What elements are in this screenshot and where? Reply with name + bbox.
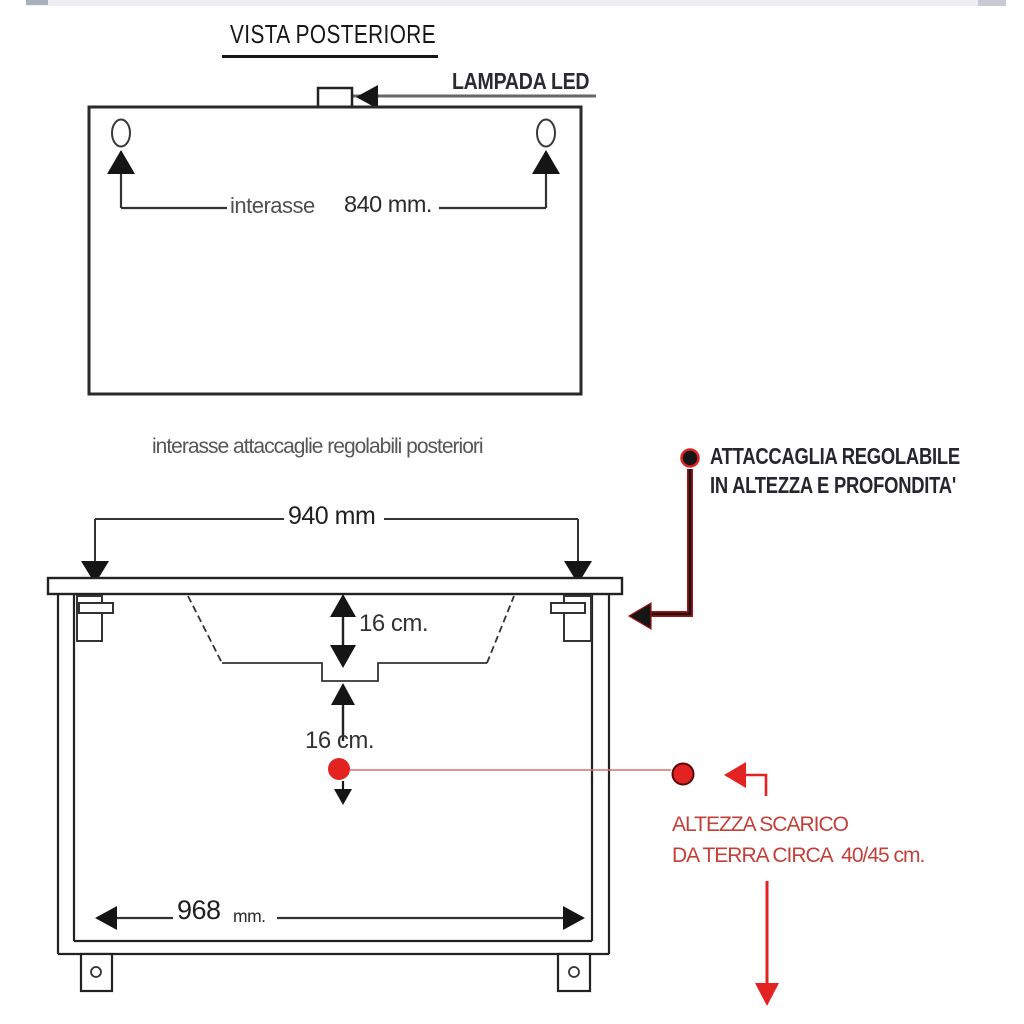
basin-depth-value: 16 cm. xyxy=(359,610,429,637)
dimension-840 xyxy=(107,150,560,210)
arrow-left-icon xyxy=(95,906,117,930)
basin-slope-left xyxy=(187,595,223,664)
keyholes xyxy=(111,118,556,148)
drain-height-note-line2: DA TERRA CIRCA 40/45 cm. xyxy=(672,844,925,867)
legend-hook-line xyxy=(648,469,692,616)
cabinet-walls xyxy=(56,594,611,956)
keyhole-left xyxy=(111,118,131,148)
foot-hole-right-icon xyxy=(568,966,580,978)
dimension-940 xyxy=(81,518,592,584)
basin-depth-arrow xyxy=(330,594,356,668)
legend-arrow-left-icon xyxy=(627,601,652,631)
drain-arrow-up-icon xyxy=(331,683,355,705)
arrow-up-right-icon xyxy=(532,150,560,174)
basin-bottom xyxy=(222,662,487,682)
drain-height-note-line1: ALTEZZA SCARICO xyxy=(672,813,849,836)
drain-hook-line xyxy=(746,773,768,796)
legend-hook xyxy=(627,448,700,631)
bottom-width-unit: mm. xyxy=(233,906,266,926)
page-title-underline xyxy=(222,55,438,58)
dimension-968 xyxy=(95,906,585,930)
led-label: LAMPADA LED xyxy=(452,68,590,94)
arrow-up-left-icon xyxy=(107,150,135,174)
drain-dot-icon xyxy=(328,758,350,780)
legend-hook-outline xyxy=(648,469,693,617)
drain-point-callout xyxy=(328,758,768,796)
depth-arrow-up-icon xyxy=(330,594,356,617)
led-box xyxy=(316,86,354,109)
legend-title-line1: ATTACCAGLIA REGOLABILE xyxy=(710,443,960,469)
arrow-right-icon xyxy=(563,906,585,930)
floor-arrow-down-icon xyxy=(755,983,779,1006)
arrow-down-left-icon xyxy=(81,561,109,584)
drain-spacing-value: 16 cm. xyxy=(305,727,375,754)
scan-edge-left xyxy=(26,0,48,5)
page-title: VISTA POSTERIORE xyxy=(230,19,436,49)
drain-dot-right-icon xyxy=(671,762,695,786)
middle-caption: interasse attaccaglie regolabili posteri… xyxy=(152,435,484,458)
bracket-right-tab xyxy=(550,602,586,614)
bracket-left-tab xyxy=(78,602,114,614)
floor-height-arrow xyxy=(755,881,779,1006)
led-arrow-left-icon xyxy=(356,85,378,109)
hanging-brackets xyxy=(76,595,592,642)
feet xyxy=(79,952,592,993)
keyhole-right xyxy=(536,118,556,148)
drain-mini-arrow-down-icon xyxy=(334,789,352,805)
bottom-width-value: 968 xyxy=(177,895,221,925)
basin-slope-right xyxy=(486,595,515,664)
drain-arrow-left-icon xyxy=(724,762,746,788)
depth-arrow-down-icon xyxy=(330,645,356,668)
drain-spacing-arrow xyxy=(331,683,355,805)
foot-hole-left-icon xyxy=(90,966,102,978)
legend-bullet-icon xyxy=(680,448,700,468)
scan-edge-right xyxy=(978,0,1006,6)
back-panel xyxy=(87,105,583,396)
scan-edge-artifact xyxy=(26,0,1006,6)
arrow-down-right-icon xyxy=(564,561,592,584)
led-callout xyxy=(316,85,596,109)
legend-title-line2: IN ALTEZZA E PROFONDITA' xyxy=(710,472,956,498)
countertop xyxy=(46,576,624,596)
top-width-value: 940 mm xyxy=(288,502,376,530)
basin-profile xyxy=(187,595,515,682)
spacing-label: interasse xyxy=(230,193,315,218)
spacing-value: 840 mm. xyxy=(344,191,432,217)
